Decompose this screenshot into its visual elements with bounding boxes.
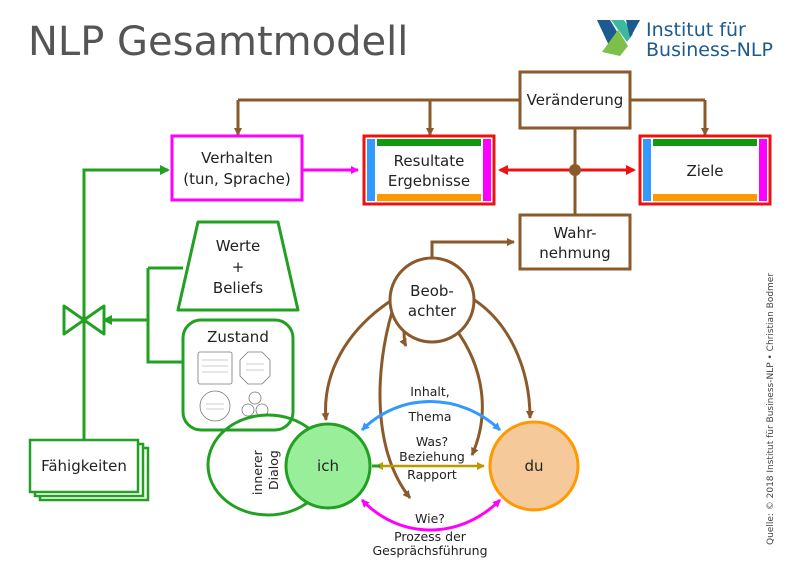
institute-logo: Institut für Business-NLP bbox=[597, 19, 773, 61]
valve-icon bbox=[62, 304, 106, 336]
svg-text:Beliefs: Beliefs bbox=[213, 279, 263, 297]
node-wahrnehmung: Wahr- nehmung bbox=[518, 213, 632, 271]
label-inhalt: Inhalt, bbox=[410, 384, 450, 399]
label-gespraechsfuehrung: Gesprächsführung bbox=[372, 543, 487, 558]
node-beobachter: Beob- achter bbox=[388, 256, 476, 344]
svg-text:Fähigkeiten: Fähigkeiten bbox=[41, 457, 127, 475]
svg-text:Verhalten: Verhalten bbox=[201, 149, 273, 167]
node-verhalten: Verhalten (tun, Sprache) bbox=[170, 134, 304, 202]
node-werte-beliefs: Werte + Beliefs bbox=[176, 220, 300, 312]
svg-text:Veränderung: Veränderung bbox=[527, 91, 624, 109]
svg-text:ich: ich bbox=[317, 457, 339, 475]
label-beziehung: Beziehung bbox=[399, 449, 465, 464]
node-zustand: Zustand bbox=[181, 318, 295, 432]
label-thema: Thema bbox=[407, 409, 451, 424]
svg-text:Ziele: Ziele bbox=[686, 162, 723, 180]
label-wie: Wie? bbox=[415, 511, 445, 526]
node-resultate: Resultate Ergebnisse bbox=[362, 134, 496, 206]
svg-text:Resultate: Resultate bbox=[394, 152, 465, 170]
source-credit: Quelle: © 2018 Institut für Business-NLP… bbox=[766, 273, 776, 545]
svg-text:Ergebnisse: Ergebnisse bbox=[388, 172, 470, 190]
svg-text:achter: achter bbox=[408, 302, 457, 320]
svg-text:nehmung: nehmung bbox=[539, 244, 610, 262]
inhalt-arrow bbox=[360, 400, 502, 432]
svg-text:du: du bbox=[524, 457, 543, 475]
node-du: du bbox=[488, 420, 580, 512]
svg-text:innerer: innerer bbox=[250, 449, 265, 495]
zustand-thumbnails-icon bbox=[197, 351, 271, 422]
node-ziele: Ziele bbox=[638, 134, 772, 206]
logo-line1: Institut für bbox=[646, 19, 746, 41]
node-faehigkeiten: Fähigkeiten bbox=[28, 438, 150, 502]
svg-text:Zustand: Zustand bbox=[207, 328, 269, 346]
svg-text:Dialog: Dialog bbox=[266, 450, 281, 490]
svg-text:Werte: Werte bbox=[216, 237, 260, 255]
page-title: NLP Gesamtmodell bbox=[28, 19, 408, 65]
logo-line2: Business-NLP bbox=[646, 39, 773, 61]
label-was: Was? bbox=[416, 434, 448, 449]
svg-text:+: + bbox=[232, 258, 245, 276]
prozess-arrow bbox=[360, 498, 502, 532]
label-rapport: Rapport bbox=[407, 467, 457, 482]
svg-text:Beob-: Beob- bbox=[410, 282, 454, 300]
green-connectors bbox=[82, 165, 183, 440]
logo-mark-icon bbox=[597, 20, 640, 56]
node-ich: ich bbox=[284, 422, 372, 510]
junction-dot bbox=[569, 164, 581, 176]
node-veraenderung: Veränderung bbox=[518, 70, 632, 130]
label-prozess-der: Prozess der bbox=[394, 529, 467, 544]
svg-text:Wahr-: Wahr- bbox=[553, 224, 596, 242]
svg-text:(tun, Sprache): (tun, Sprache) bbox=[183, 170, 291, 188]
